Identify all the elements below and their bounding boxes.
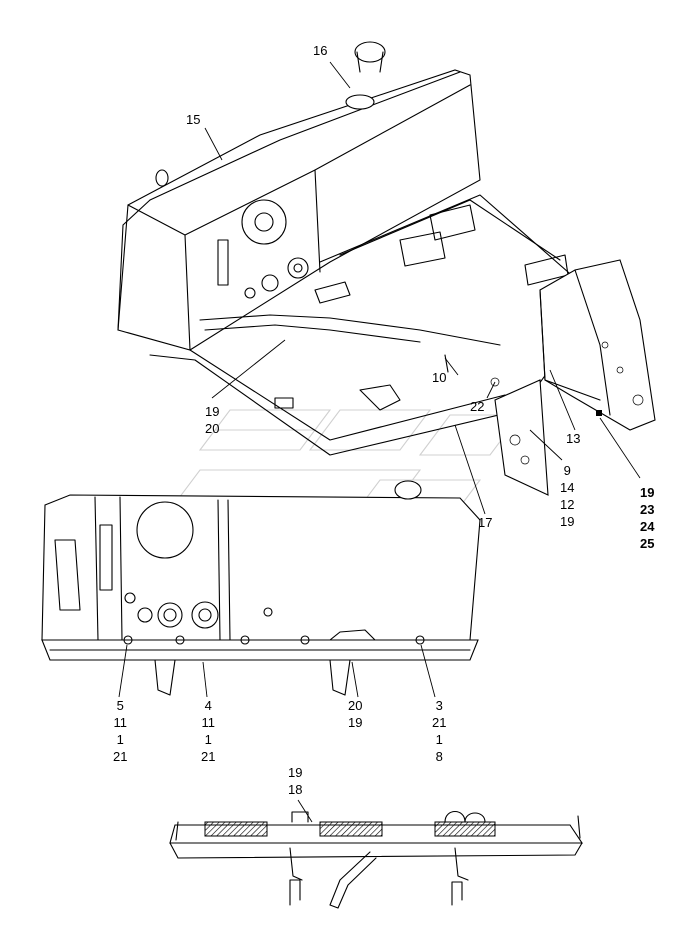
bottom-section-view: [169, 810, 584, 909]
callout-22: 22: [470, 399, 485, 414]
upper-assembly-view: [117, 41, 656, 496]
callout-19-20: 19 20: [205, 404, 220, 436]
callout-4-11-1-21: 4 11 1 21: [201, 698, 216, 764]
callout-17: 17: [478, 515, 493, 530]
callout-20-19: 20 19: [348, 698, 363, 730]
callout-16: 16: [313, 43, 328, 58]
callout-5-11-1-21: 5 11 1 21: [113, 698, 128, 764]
callout-13: 13: [566, 431, 581, 446]
callout-3-21-1-8: 3 21 1 8: [432, 698, 447, 764]
callout-10: 10: [432, 370, 447, 385]
leader-lines-upper: [204, 61, 641, 515]
callout-9-14-12-19: 9 14 12 19: [560, 463, 575, 529]
leader-lines-bottom: [297, 799, 313, 823]
callout-15: 15: [186, 112, 201, 127]
leader-lines-middle: [118, 644, 436, 698]
middle-side-view: [41, 480, 481, 696]
callout-19-23-24-25: 19 23 24 25: [640, 485, 655, 551]
callout-19-18: 19 18: [288, 765, 303, 797]
